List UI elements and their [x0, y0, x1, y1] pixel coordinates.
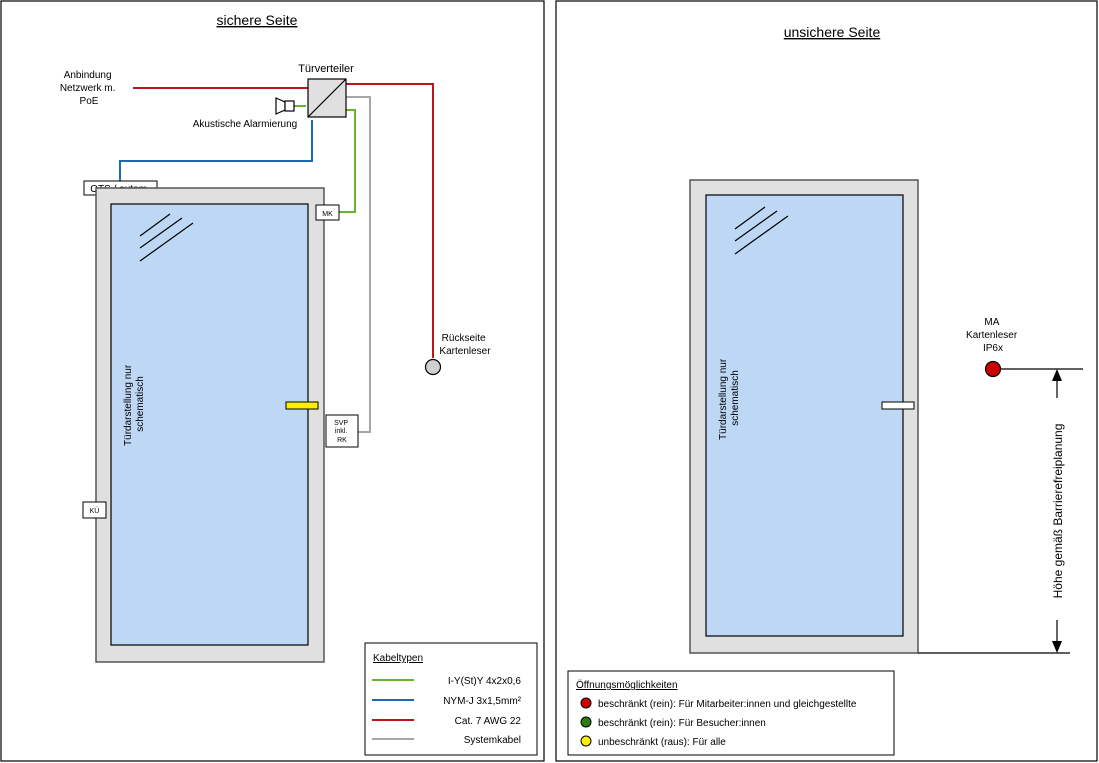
speaker-icon — [275, 97, 295, 115]
door-note: Türdarstellung nur schematisch — [718, 356, 741, 440]
door-note: Türdarstellung nur schematisch — [123, 362, 146, 446]
opening-options-legend: Öffnungsmöglichkeiten beschränkt (rein):… — [567, 670, 895, 756]
network-label-line-2: Netzwerk m. — [60, 83, 116, 94]
svp-box — [325, 414, 359, 448]
height-label: Höhe gemäß Barrierefreiplanung — [1051, 424, 1065, 599]
cable-legend-row: Cat. 7 AWG 22 — [372, 716, 521, 727]
opening-legend-row: beschränkt (rein): Für Besucher:innen — [580, 716, 766, 729]
door-note-line-1: Türdarstellung nur — [123, 364, 134, 446]
secure-side-door: Türdarstellung nur schematisch — [95, 187, 325, 663]
cable-legend-title: Kabeltypen — [373, 653, 423, 664]
nym-power-cable — [119, 120, 313, 182]
opening-legend-box — [567, 670, 895, 756]
yellow-dot-icon — [580, 735, 592, 747]
rear-reader-line-1: Rückseite — [442, 333, 486, 344]
rear-reader-label: Rückseite Kartenleser — [439, 333, 491, 357]
height-label-background — [1046, 398, 1068, 620]
door-handle — [881, 401, 915, 410]
ma-reader-label: MA Kartenleser IP6x — [966, 317, 1020, 354]
green-dot-icon — [580, 716, 592, 728]
ma-card-reader-icon — [984, 360, 1002, 378]
ma-reader-line-1: MA — [984, 317, 999, 328]
cable-legend-label: I-Y(St)Y 4x2x0,6 — [448, 676, 522, 687]
glass-reflection-icon — [734, 206, 789, 255]
ku-label: KÜ — [90, 507, 100, 515]
secure-side-title: sichere Seite — [217, 12, 298, 28]
ma-reader-line-2: Kartenleser — [966, 330, 1018, 341]
network-label-line-1: Anbindung — [64, 70, 112, 81]
door-note-line-2: schematisch — [135, 376, 146, 432]
cable-legend-label: Cat. 7 AWG 22 — [455, 716, 522, 727]
mk-label: MK — [322, 211, 333, 218]
cable-legend-label: Systemkabel — [464, 735, 521, 746]
network-label: Anbindung Netzwerk m. PoE — [60, 70, 118, 107]
door-handle — [285, 401, 319, 410]
mk-box — [315, 204, 340, 221]
rear-reader-line-2: Kartenleser — [439, 346, 491, 357]
opening-legend-title: Öffnungsmöglichkeiten — [576, 679, 678, 691]
opening-legend-label: unbeschränkt (raus): Für alle — [598, 737, 726, 748]
cable-legend-label: NYM-J 3x1,5mm² — [443, 696, 521, 707]
red-dot-icon — [580, 697, 592, 709]
insecure-side-door: Türdarstellung nur schematisch — [689, 179, 919, 654]
cable-routes — [119, 83, 434, 433]
door-distributor — [307, 78, 347, 118]
cable-legend-row: I-Y(St)Y 4x2x0,6 — [372, 676, 521, 687]
alarm-label: Akustische Alarmierung — [193, 119, 298, 130]
glass-reflection-icon — [139, 213, 194, 262]
arrow-up-icon — [1052, 369, 1062, 381]
door-note-line-1: Türdarstellung nur — [718, 358, 729, 440]
cable-legend-row: Systemkabel — [372, 735, 521, 746]
opening-legend-row: unbeschränkt (raus): Für alle — [580, 735, 726, 748]
distributor-diagonal — [307, 78, 347, 118]
cable-type-legend: Kabeltypen I-Y(St)Y 4x2x0,6 NYM-J 3x1,5m… — [364, 642, 538, 756]
svp-label-line-3: RK — [337, 437, 347, 444]
ku-box — [82, 501, 107, 519]
system-cable — [346, 96, 371, 433]
mk-signal-cable — [339, 109, 356, 213]
opening-legend-label: beschränkt (rein): Für Mitarbeiter:innen… — [598, 699, 857, 710]
opening-legend-row: beschränkt (rein): Für Mitarbeiter:innen… — [580, 697, 857, 710]
svp-label-line-2: inkl. — [335, 428, 348, 435]
arrow-down-icon — [1052, 641, 1062, 653]
cable-legend-row: NYM-J 3x1,5mm² — [372, 696, 522, 707]
door-glass — [705, 194, 904, 637]
opening-legend-label: beschränkt (rein): Für Besucher:innen — [598, 718, 766, 729]
insecure-side-title: unsichere Seite — [784, 24, 881, 40]
network-label-line-3: PoE — [80, 96, 99, 107]
svp-label: SVP inkl. RK — [334, 420, 350, 444]
rear-card-reader-icon — [424, 358, 442, 376]
svp-label-line-1: SVP — [334, 420, 348, 427]
ma-reader-line-3: IP6x — [983, 343, 1003, 354]
door-note-line-2: schematisch — [730, 370, 741, 426]
distributor-label: Türverteiler — [298, 63, 354, 75]
door-glass — [110, 203, 309, 646]
cat7-reader-cable — [346, 83, 434, 358]
